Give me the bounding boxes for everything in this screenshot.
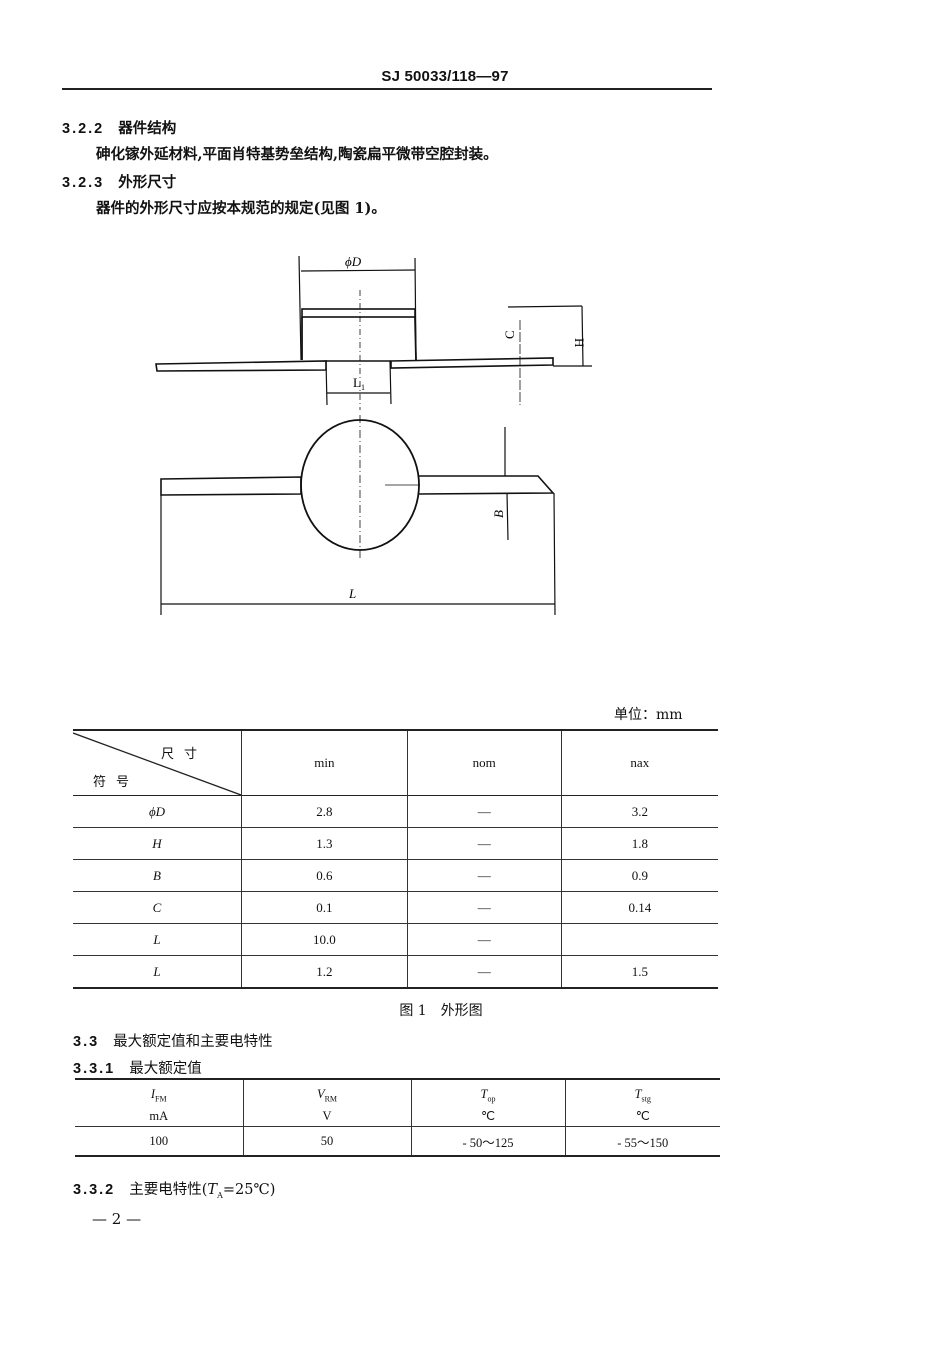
section-3-2-3-body: 器件的外形尺寸应按本规范的规定(见图 1)。 [96, 200, 386, 217]
unit-label: 单位：mm [614, 707, 683, 723]
min-cell: 1.3 [241, 827, 408, 860]
max-cell: 1.8 [560, 827, 718, 860]
section-title: 最大额定值 [129, 1061, 202, 1077]
col-header-max: nax [560, 730, 718, 796]
section-3-3-1-heading: 3.3.1 最大额定值 [73, 1057, 202, 1078]
temp-symbol: T [207, 1182, 218, 1198]
param-unit: mA [149, 1108, 169, 1123]
param-symbol: Tstg [564, 1079, 720, 1106]
param-unit: ℃ [564, 1106, 720, 1127]
section-title: 外形尺寸 [118, 174, 177, 191]
col-header-min: min [241, 730, 408, 796]
header-rule [62, 88, 712, 90]
param-unit: V [242, 1106, 411, 1127]
section-3-3-heading: 3.3 最大额定值和主要电特性 [73, 1030, 273, 1051]
param-symbol: VRM [242, 1079, 411, 1106]
section-title: 器件结构 [118, 120, 177, 137]
symbol-row: IFM VRM Top Tstg [75, 1079, 720, 1106]
param-value: 50 [242, 1126, 411, 1156]
corner-bottom-label: 符号 [93, 774, 140, 789]
section-3-3-2-heading: 3.3.2 主要电特性(TA=25℃) [73, 1178, 275, 1200]
outline-drawing: ϕD L1 C H B L [155, 254, 592, 616]
symbol-cell: C [152, 899, 162, 915]
label-L1: L1 [353, 375, 365, 392]
table-header-row: 尺寸 符号 min nom nax [73, 730, 718, 796]
caption-text: 图 1 外形图 [399, 1003, 483, 1019]
nom-cell: — [406, 923, 562, 956]
symbol-cell: H [152, 835, 162, 851]
section-number: 3.3.1 [73, 1061, 116, 1077]
page-header: SJ 50033/118—97 [0, 66, 950, 85]
label-C: C [502, 330, 517, 339]
min-cell: 0.1 [241, 891, 408, 924]
max-ratings-table: IFM VRM Top Tstg mA V ℃ ℃ 100 50 - 50～12… [75, 1078, 720, 1157]
symbol-cell: ϕD [148, 803, 166, 819]
section-title: 最大额定值和主要电特性 [113, 1034, 273, 1050]
min-cell: 10.0 [241, 923, 408, 956]
value-row: 100 50 - 50～125 - 55～150 [75, 1126, 720, 1156]
section-title: 主要电特性( [129, 1182, 208, 1198]
nom-cell: — [406, 859, 562, 892]
nom-cell: — [406, 891, 562, 924]
param-symbol: Top [410, 1079, 565, 1106]
section-number: 3.2.2 [62, 121, 105, 137]
page-number: — 2 — [92, 1210, 142, 1228]
min-cell: 1.2 [241, 955, 408, 988]
table-row: ϕD 2.8 — 3.2 [73, 795, 718, 828]
max-cell [560, 923, 718, 956]
param-value: - 50～125 [410, 1126, 565, 1156]
max-cell: 0.14 [560, 891, 718, 924]
symbol-cell: L [153, 931, 161, 947]
label-B: B [491, 510, 506, 518]
table-row: C 0.1 — 0.14 [73, 891, 718, 924]
section-number: 3.2.3 [62, 175, 105, 191]
unit-row: mA V ℃ ℃ [75, 1106, 720, 1127]
figure-caption: 图 1 外形图 [0, 1000, 950, 1020]
symbol-cell: B [153, 867, 161, 883]
corner-cell: 尺寸 符号 [73, 730, 242, 796]
min-cell: 2.8 [241, 795, 408, 828]
col-header-nom: nom [406, 730, 562, 796]
section-3-2-3-heading: 3.2.3 外形尺寸 [62, 171, 176, 192]
nom-cell: — [406, 795, 562, 828]
param-value: - 55～150 [564, 1126, 720, 1156]
section-3-2-2-body: 砷化镓外延材料,平面肖特基势垒结构,陶瓷扁平微带空腔封装。 [96, 146, 498, 163]
max-cell: 0.9 [560, 859, 718, 892]
param-unit: ℃ [410, 1106, 565, 1127]
table-row: L 10.0 — [73, 923, 718, 956]
corner-top-label: 尺寸 [160, 746, 207, 761]
max-cell: 3.2 [560, 795, 718, 828]
label-H: H [572, 338, 587, 347]
section-title-tail: =25℃) [222, 1182, 276, 1198]
section-number: 3.3 [73, 1034, 100, 1050]
param-value: 100 [149, 1133, 169, 1148]
label-phiD: ϕD [345, 254, 362, 269]
max-cell: 1.5 [560, 955, 718, 988]
table-row: B 0.6 — 0.9 [73, 859, 718, 892]
dimension-table: 尺寸 符号 min nom nax ϕD 2.8 — 3.2 H 1.3 — 1… [73, 729, 718, 989]
table-row: H 1.3 — 1.8 [73, 827, 718, 860]
document-id: SJ 50033/118—97 [381, 68, 509, 85]
param-symbol: IFM [150, 1086, 167, 1104]
label-L: L [348, 586, 356, 601]
min-cell: 0.6 [241, 859, 408, 892]
symbol-cell: L [153, 963, 161, 979]
section-3-2-2-heading: 3.2.2 器件结构 [62, 117, 176, 138]
temp-subscript: A [217, 1190, 223, 1200]
table-row: L 1.2 — 1.5 [73, 955, 718, 988]
nom-cell: — [406, 827, 562, 860]
section-number: 3.3.2 [73, 1182, 116, 1198]
nom-cell: — [406, 955, 562, 988]
